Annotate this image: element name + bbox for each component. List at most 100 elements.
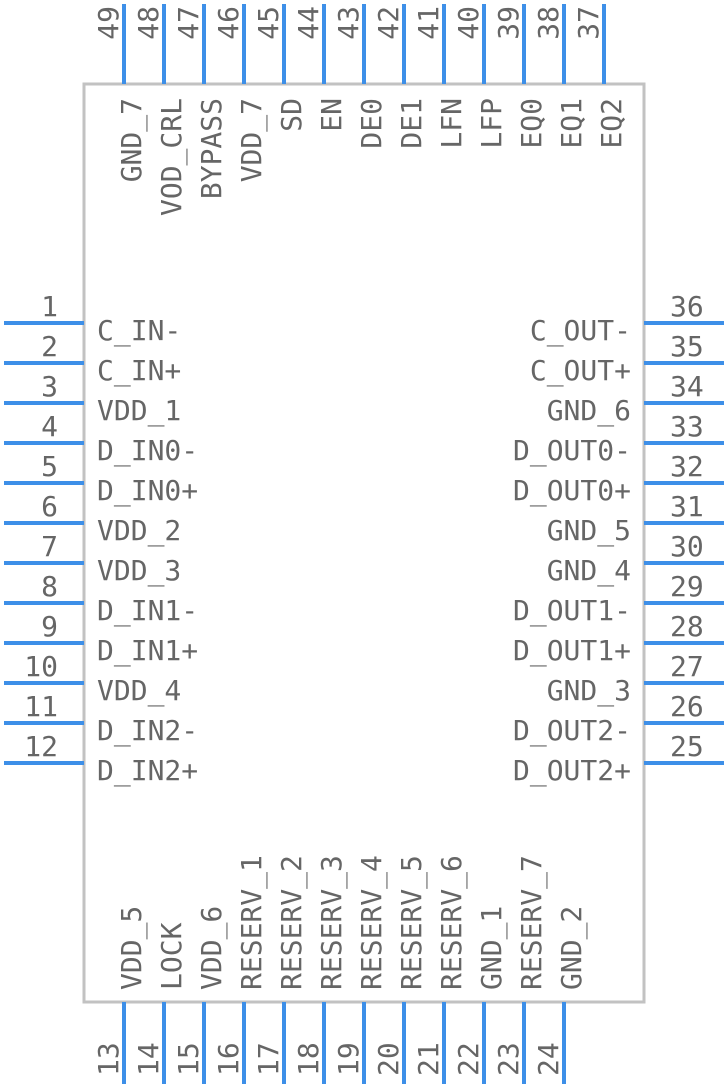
pin-label: RESERV_2 (275, 855, 309, 990)
pin-label: RESERV_3 (315, 855, 349, 990)
pin-number: 7 (41, 530, 58, 563)
pin-label: D_OUT0- (513, 434, 631, 468)
pin-label: D_IN1- (97, 594, 198, 628)
pin-number: 27 (670, 650, 704, 683)
component-body (82, 82, 646, 1004)
pin-number: 36 (670, 290, 704, 323)
pin-label: DE0 (355, 98, 388, 149)
pin-number: 26 (670, 690, 704, 723)
pin-number: 44 (292, 6, 325, 40)
pin-label: VDD_2 (97, 514, 181, 548)
pin-label: RESERV_7 (515, 855, 549, 990)
pin-number: 3 (41, 370, 58, 403)
pin-number: 9 (41, 610, 58, 643)
pin-label: LFN (435, 98, 468, 149)
pin-label: D_OUT1+ (513, 634, 631, 668)
pin-number: 1 (41, 290, 58, 323)
pin-label: VDD_3 (97, 554, 181, 588)
pin-number: 28 (670, 610, 704, 643)
pin-label: EN (315, 98, 348, 132)
pin-label: GND_3 (547, 674, 631, 708)
pin-number: 15 (172, 1042, 205, 1076)
pin-number: 12 (24, 730, 58, 763)
pin-label: VDD_7 (235, 98, 269, 182)
pin-number: 49 (92, 6, 125, 40)
pin-number: 6 (41, 490, 58, 523)
pin-label: D_IN2+ (97, 754, 198, 788)
pin-number: 47 (172, 6, 205, 40)
pin-number: 16 (212, 1042, 245, 1076)
pin-label: VOD_CRL (155, 98, 189, 216)
pin-number: 11 (24, 690, 58, 723)
pin-label: GND_4 (547, 554, 631, 588)
pin-label: LFP (475, 98, 508, 149)
pin-number: 33 (670, 410, 704, 443)
pin-group: 1C_IN-2C_IN+3VDD_14D_IN0-5D_IN0+6VDD_27V… (4, 4, 724, 1084)
pin-number: 34 (670, 370, 704, 403)
pin-number: 43 (332, 6, 365, 40)
pin-number: 41 (412, 6, 445, 40)
pin-label: C_IN+ (97, 354, 181, 388)
pin-number: 35 (670, 330, 704, 363)
pin-label: GND_6 (547, 394, 631, 428)
pin-label: BYPASS (195, 98, 228, 199)
pin-number: 37 (572, 6, 605, 40)
pin-number: 14 (132, 1042, 165, 1076)
pin-label: D_OUT1- (513, 594, 631, 628)
pin-label: RESERV_6 (435, 855, 469, 990)
pin-number: 21 (412, 1042, 445, 1076)
pin-number: 25 (670, 730, 704, 763)
pin-number: 2 (41, 330, 58, 363)
pin-number: 39 (492, 6, 525, 40)
pin-number: 4 (41, 410, 58, 443)
pin-label: EQ1 (555, 98, 588, 149)
pin-label: SD (275, 98, 308, 132)
pin-number: 10 (24, 650, 58, 683)
pin-label: EQ0 (515, 98, 548, 149)
pin-label: RESERV_1 (235, 855, 269, 990)
pin-label: DE1 (395, 98, 428, 149)
pin-number: 19 (332, 1042, 365, 1076)
pin-label: RESERV_5 (395, 855, 429, 990)
pin-label: GND_1 (475, 906, 509, 990)
pin-label: VDD_6 (195, 906, 229, 990)
pin-label: RESERV_4 (355, 855, 389, 990)
pin-label: VDD_1 (97, 394, 181, 428)
pin-label: D_OUT2+ (513, 754, 631, 788)
pin-number: 32 (670, 450, 704, 483)
pin-number: 29 (670, 570, 704, 603)
pin-label: C_OUT- (530, 314, 631, 348)
pin-label: D_IN1+ (97, 634, 198, 668)
pin-number: 22 (452, 1042, 485, 1076)
pin-number: 31 (670, 490, 704, 523)
pin-label: D_IN2- (97, 714, 198, 748)
pin-number: 42 (372, 6, 405, 40)
pin-label: D_OUT0+ (513, 474, 631, 508)
pin-label: GND_2 (555, 906, 589, 990)
pin-number: 30 (670, 530, 704, 563)
pin-number: 23 (492, 1042, 525, 1076)
pin-number: 24 (532, 1042, 565, 1076)
pin-label: D_OUT2- (513, 714, 631, 748)
pin-number: 18 (292, 1042, 325, 1076)
pin-label: C_OUT+ (530, 354, 631, 388)
pin-number: 20 (372, 1042, 405, 1076)
pin-label: D_IN0- (97, 434, 198, 468)
pin-label: C_IN- (97, 314, 181, 348)
pin-number: 46 (212, 6, 245, 40)
pin-number: 45 (252, 6, 285, 40)
pin-label: LOCK (155, 922, 188, 990)
pin-label: EQ2 (595, 98, 628, 149)
pin-label: GND_7 (115, 98, 149, 182)
pin-label: D_IN0+ (97, 474, 198, 508)
pin-number: 8 (41, 570, 58, 603)
pin-number: 40 (452, 6, 485, 40)
pin-label: GND_5 (547, 514, 631, 548)
pin-number: 5 (41, 450, 58, 483)
pin-label: VDD_4 (97, 674, 181, 708)
pin-label: VDD_5 (115, 906, 149, 990)
pin-number: 38 (532, 6, 565, 40)
pin-number: 48 (132, 6, 165, 40)
pin-number: 13 (92, 1042, 125, 1076)
